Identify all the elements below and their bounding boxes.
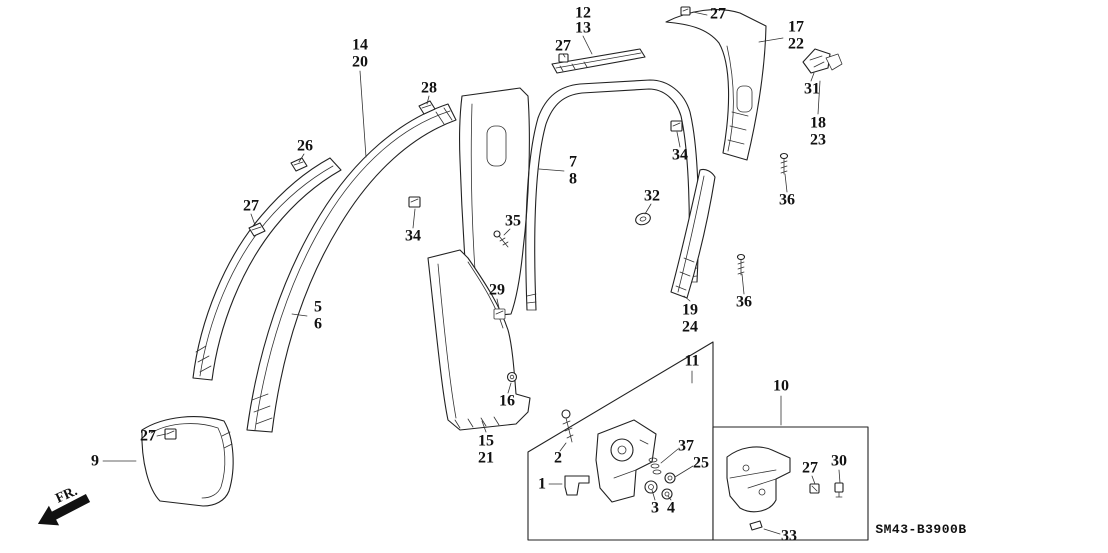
grommet-32 — [635, 212, 651, 226]
callout-29: 29 — [489, 282, 505, 299]
rear-pillar-lower-garnish — [670, 168, 716, 299]
clip-27-bottom-left — [164, 428, 177, 440]
callout-20: 20 — [352, 54, 368, 71]
callout-12: 12 — [575, 5, 591, 22]
callout-36: 36 — [779, 192, 795, 209]
screw-36-lower — [736, 253, 746, 276]
callout-13: 13 — [575, 20, 591, 37]
detail-box-10 — [712, 426, 869, 541]
clip-30 — [834, 482, 844, 498]
callout-37: 37 — [678, 438, 694, 455]
callout-27: 27 — [555, 38, 571, 55]
callout-3: 3 — [651, 500, 659, 517]
callout-32: 32 — [644, 188, 660, 205]
callout-10: 10 — [773, 378, 789, 395]
callout-8: 8 — [569, 171, 577, 188]
callout-28: 28 — [421, 80, 437, 97]
callout-26: 26 — [297, 138, 313, 155]
pin-2 — [561, 409, 574, 443]
bracket-cluster-31-18-23 — [802, 48, 843, 74]
callout-5: 5 — [314, 299, 322, 316]
screw-35 — [493, 230, 509, 248]
callout-11: 11 — [684, 353, 699, 370]
bracket-1 — [564, 475, 590, 496]
callout-9: 9 — [91, 453, 99, 470]
callout-2: 2 — [554, 450, 562, 467]
clip-27-box — [809, 483, 820, 494]
screw-36-upper — [779, 152, 789, 175]
front-pillar-garnish — [246, 103, 457, 433]
callout-7: 7 — [569, 154, 577, 171]
callout-36: 36 — [736, 294, 752, 311]
clip-34-left — [408, 196, 421, 208]
callout-31: 31 — [804, 81, 820, 98]
washer-25 — [664, 472, 676, 484]
clip-34-right — [670, 120, 683, 132]
roof-side-garnish — [551, 48, 646, 74]
callout-17: 17 — [788, 19, 804, 36]
callout-21: 21 — [478, 450, 494, 467]
anchor-bracket-11 — [595, 419, 657, 503]
callout-14: 14 — [352, 37, 368, 54]
detail-box-11 — [527, 341, 714, 541]
callout-24: 24 — [682, 319, 698, 336]
callout-19: 19 — [682, 302, 698, 319]
callout-34: 34 — [405, 228, 421, 245]
callout-33: 33 — [781, 528, 797, 545]
grommet-3 — [644, 480, 658, 494]
clip-28 — [418, 100, 436, 115]
callout-27: 27 — [140, 428, 156, 445]
spring-37 — [648, 457, 662, 475]
callout-27: 27 — [243, 198, 259, 215]
callout-16: 16 — [499, 393, 515, 410]
callout-23: 23 — [810, 132, 826, 149]
callout-15: 15 — [478, 433, 494, 450]
callout-34: 34 — [672, 147, 688, 164]
grommet-16 — [506, 371, 518, 383]
callout-1: 1 — [538, 476, 546, 493]
quarter-pillar-garnish — [665, 9, 767, 161]
clip-33 — [749, 520, 763, 531]
callout-35: 35 — [505, 213, 521, 230]
callout-18: 18 — [810, 115, 826, 132]
callout-25: 25 — [693, 455, 709, 472]
clip-27-left — [248, 222, 266, 237]
callout-30: 30 — [831, 453, 847, 470]
callout-4: 4 — [667, 500, 675, 517]
center-pillar-lower-garnish — [427, 249, 531, 431]
leader-lines — [102, 11, 841, 535]
clip-27-top-right — [680, 6, 691, 16]
callout-27: 27 — [802, 460, 818, 477]
callout-22: 22 — [788, 36, 804, 53]
bracket-10 — [726, 446, 791, 513]
callout-6: 6 — [314, 316, 322, 333]
clip-29 — [493, 308, 506, 320]
door-opening-trim — [525, 79, 700, 311]
fr-arrow — [37, 494, 91, 526]
clip-27-top-center — [558, 53, 569, 63]
callout-27: 27 — [710, 6, 726, 23]
clip-26 — [290, 157, 308, 172]
part-code: SM43-B3900B — [875, 522, 966, 537]
washer-4 — [661, 488, 673, 500]
